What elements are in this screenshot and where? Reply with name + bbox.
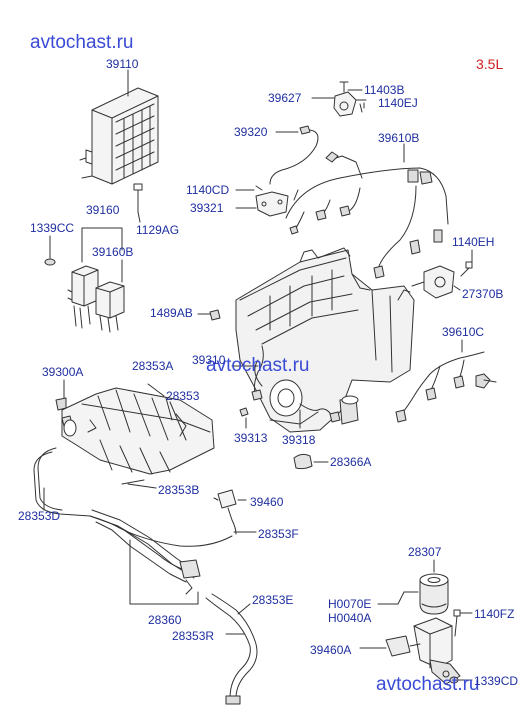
vacuum-hose-28353d-icon <box>33 447 191 573</box>
part-label-1129ag: 1129AG <box>136 223 180 237</box>
harness-39610c-icon <box>395 351 497 423</box>
part-label-39310: 39310 <box>192 353 226 367</box>
part-label-1140cd: 1140CD <box>186 183 230 197</box>
part-label-28353r: 28353R <box>172 629 215 643</box>
part-label-28353: 28353 <box>166 389 200 403</box>
leader-28353e <box>237 603 251 615</box>
clip-28366a-icon <box>293 453 313 470</box>
solenoid-39460-icon <box>213 489 237 535</box>
part-label-1339cd: 1339CD <box>474 674 519 688</box>
bolt-1129ag-icon <box>133 183 143 223</box>
engine-badge: 3.5L <box>476 56 504 72</box>
sensor-39320-icon <box>269 125 319 185</box>
sensor-27370b-icon <box>411 265 455 299</box>
sensor-39313-icon <box>239 407 249 417</box>
sensor-39310-icon <box>251 345 264 401</box>
part-label-h0040a: H0040A <box>328 611 372 625</box>
bolt-1140eh-icon <box>460 249 473 277</box>
leader-h0070e <box>377 591 405 605</box>
part-label-39300a: 39300A <box>42 365 84 379</box>
part-label-28353a: 28353A <box>132 359 174 373</box>
leader-39321 <box>235 189 257 209</box>
part-label-39460: 39460 <box>250 495 284 509</box>
part-label-28353f: 28353F <box>258 527 299 541</box>
leader-39160 <box>81 227 123 263</box>
part-label-28307: 28307 <box>408 545 442 559</box>
sensor-39627-icon <box>333 81 367 117</box>
part-label-39160b: 39160B <box>92 245 134 259</box>
part-label-39610c: 39610C <box>442 325 485 339</box>
relay-39160-icon <box>67 265 99 329</box>
part-label-1140eh: 1140EH <box>452 235 495 249</box>
part-label-39320: 39320 <box>234 125 268 139</box>
ecu-module-icon <box>79 87 159 185</box>
leader-28353a <box>147 383 165 397</box>
bolt-1140fz-icon <box>453 609 473 637</box>
part-label-28353b: 28353B <box>158 483 200 497</box>
watermark-middle: avtochast.ru <box>206 355 310 376</box>
part-label-39610b: 39610B <box>378 131 420 145</box>
leader-27370b <box>453 285 461 291</box>
part-label-h0070e: H0070E <box>328 597 372 611</box>
connector-hose-icon <box>121 479 145 485</box>
part-label-1140ej: 1140EJ <box>378 96 418 110</box>
leader-28353 <box>165 397 173 421</box>
bracket-39321-icon <box>255 185 289 217</box>
clip-1489ab-icon <box>209 309 221 321</box>
part-label-39460a: 39460A <box>310 643 352 657</box>
purge-valve-28307-icon <box>403 573 449 615</box>
leader-28360 <box>129 539 199 605</box>
part-label-39627: 39627 <box>268 91 302 105</box>
part-label-28353d: 28353D <box>18 509 61 523</box>
intake-manifold-icon <box>55 387 215 475</box>
part-label-1339cc: 1339CC <box>30 221 75 235</box>
part-label-1140fz: 1140FZ <box>474 607 515 621</box>
part-label-28366a: 28366A <box>330 455 372 469</box>
part-label-27370b: 27370B <box>462 287 504 301</box>
hose-28353e-icon <box>205 593 258 705</box>
part-label-28353e: 28353E <box>252 593 294 607</box>
grommet-1339cc-icon <box>44 235 56 266</box>
grommet-1339cd-icon <box>449 676 473 684</box>
part-label-39160: 39160 <box>86 203 120 217</box>
part-label-28360: 28360 <box>148 613 182 627</box>
watermark-bottom: avtochast.ru <box>376 674 480 695</box>
watermark-top: avtochast.ru <box>30 32 134 53</box>
harness-39610b-icon <box>285 151 449 279</box>
part-label-39313: 39313 <box>234 431 268 445</box>
part-label-11403b: 11403B <box>364 83 405 97</box>
relay-39160b-icon <box>95 281 125 333</box>
part-label-1489ab: 1489AB <box>150 306 193 320</box>
leader-28353b <box>127 483 157 489</box>
part-label-39318: 39318 <box>282 433 316 447</box>
part-label-39321: 39321 <box>190 201 224 215</box>
engine-block-icon <box>235 247 415 433</box>
sensor-39318-icon <box>299 403 341 423</box>
vacuum-pipe-28360-icon <box>89 509 233 595</box>
part-label-39110: 39110 <box>106 57 139 71</box>
